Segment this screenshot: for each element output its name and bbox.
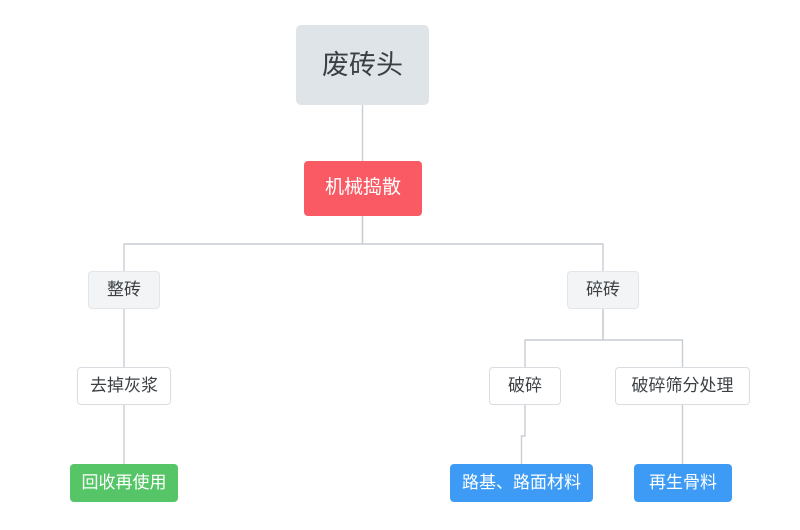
flow-node-n7[interactable]: 破碎筛分处理 [615,367,750,405]
flow-node-label: 回收再使用 [81,472,167,492]
flow-node-n1[interactable]: 废砖头 [296,25,429,105]
flow-node-label: 再生骨料 [649,472,717,492]
flow-node-label: 破碎筛分处理 [631,375,734,395]
flow-node-n3[interactable]: 整砖 [88,271,160,309]
flow-edge-n4-n7 [602,309,684,367]
flow-edge-n2-n4 [361,216,604,271]
flow-node-label: 去掉灰浆 [90,375,158,395]
flow-node-n2[interactable]: 机械捣散 [304,161,422,216]
flow-node-label: 碎砖 [586,279,620,299]
flow-node-n5[interactable]: 去掉灰浆 [77,367,171,405]
flow-node-n6[interactable]: 破碎 [489,367,561,405]
flow-edge-n2-n3 [123,216,364,271]
flow-edge-n4-n6 [524,309,604,367]
flow-node-label: 路基、路面材料 [462,472,581,492]
flow-node-label: 机械捣散 [324,177,401,199]
flow-node-n8[interactable]: 回收再使用 [70,464,178,502]
flow-edge-n6-n9 [520,405,526,464]
flow-node-label: 破碎 [508,375,542,395]
flow-node-label: 整砖 [107,279,141,299]
flow-node-label: 废砖头 [322,49,403,80]
flow-node-n10[interactable]: 再生骨料 [634,464,732,502]
flow-node-n9[interactable]: 路基、路面材料 [450,464,593,502]
flow-node-n4[interactable]: 碎砖 [567,271,639,309]
